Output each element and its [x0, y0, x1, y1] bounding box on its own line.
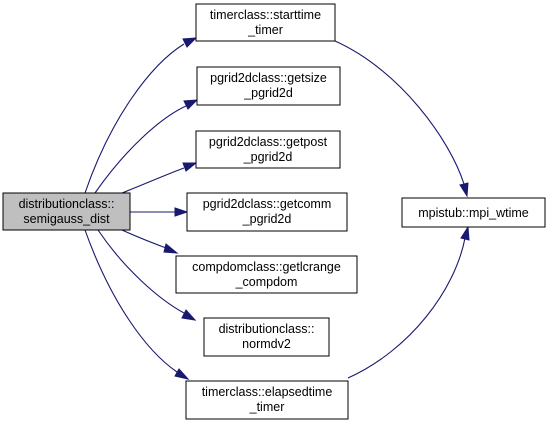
node-label-line2: normdv2 — [242, 337, 291, 351]
node-label-line2: _compdom — [235, 275, 298, 289]
node-starttime-timer[interactable]: timerclass::starttime _timer — [195, 3, 336, 42]
node-label-line2: _timer — [247, 23, 283, 37]
edge-root-to-normdv2 — [97, 229, 197, 321]
node-label-line1: distributionclass:: — [219, 322, 315, 336]
node-label-line1: pgrid2dclass::getsize — [210, 71, 327, 85]
node-mpi-wtime[interactable]: mpistub::mpi_wtime — [401, 197, 546, 228]
edge-root-to-getsize — [94, 99, 199, 194]
node-normdv2[interactable]: distributionclass:: normdv2 — [203, 317, 330, 357]
node-label-line2: semigauss_dist — [23, 212, 110, 226]
node-getlcrange-compdom[interactable]: compdomclass::getlcrange _compdom — [175, 255, 358, 294]
edge-root-to-getcomm — [130, 207, 189, 217]
node-label-line1: pgrid2dclass::getpost — [209, 135, 328, 149]
edge-root-to-getlcrange — [121, 229, 179, 254]
node-getsize-pgrid2d[interactable]: pgrid2dclass::getsize _pgrid2d — [196, 66, 341, 106]
node-elapsedtime-timer[interactable]: timerclass::elapsedtime _timer — [185, 380, 349, 420]
node-label-line1: timerclass::elapsedtime — [202, 385, 333, 399]
node-label-line1: timerclass::starttime — [210, 8, 321, 22]
node-label: mpistub::mpi_wtime — [418, 206, 528, 220]
node-label-line1: distributionclass:: — [19, 197, 115, 211]
node-getcomm-pgrid2d[interactable]: pgrid2dclass::getcomm _pgrid2d — [186, 192, 348, 232]
node-getpost-pgrid2d[interactable]: pgrid2dclass::getpost _pgrid2d — [195, 130, 341, 169]
edge-root-to-getpost — [121, 162, 198, 194]
edge-root-to-elapsedtime — [84, 229, 190, 380]
node-label-line1: pgrid2dclass::getcomm — [203, 197, 332, 211]
node-label-line2: _pgrid2d — [242, 212, 292, 226]
edge-starttime-to-mpi-wtime — [334, 40, 469, 198]
node-label-line2: _pgrid2d — [243, 150, 293, 164]
node-label-line2: _timer — [249, 400, 285, 414]
node-label-line1: compdomclass::getlcrange — [192, 260, 341, 274]
node-semigauss-dist[interactable]: distributionclass:: semigauss_dist — [2, 192, 131, 231]
edge-elapsedtime-to-mpi-wtime — [347, 225, 470, 379]
node-label-line2: _pgrid2d — [243, 86, 293, 100]
edge-root-to-starttime — [84, 37, 198, 194]
